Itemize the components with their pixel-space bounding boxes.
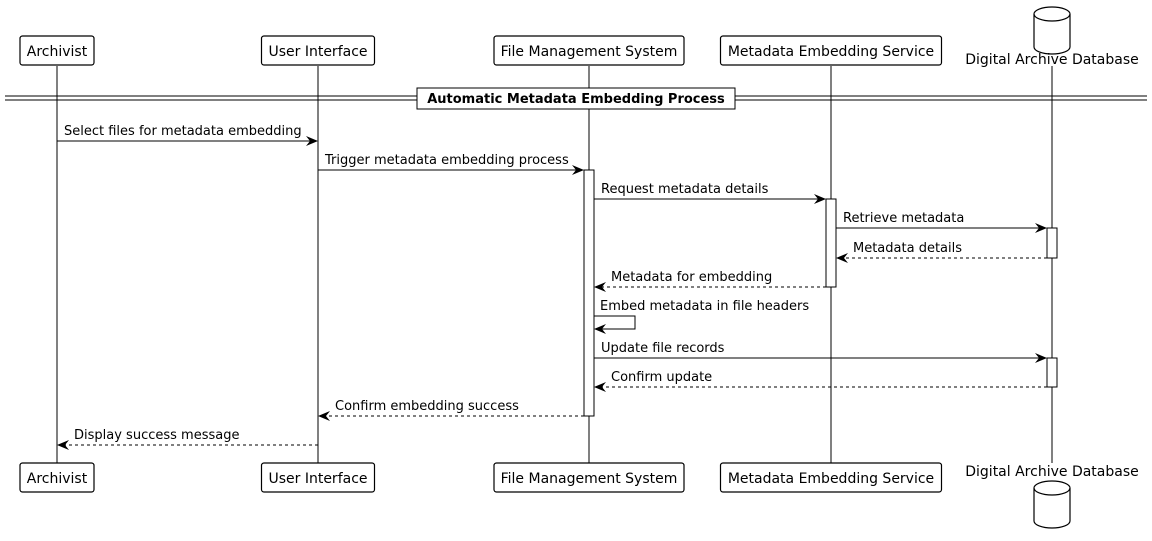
database-icon	[1033, 480, 1071, 529]
participant-file-management-system-bottom: File Management System	[493, 462, 685, 493]
message-label: Confirm embedding success	[335, 399, 519, 414]
message-3: Request metadata details	[594, 182, 826, 204]
participant-digital-archive-database-top: Digital Archive Database	[965, 6, 1139, 68]
message-label: Select files for metadata embedding	[64, 124, 302, 139]
participant-metadata-embedding-service-top: Metadata Embedding Service	[719, 35, 943, 66]
participant-label: File Management System	[501, 471, 678, 487]
message-6: Metadata for embedding	[594, 270, 826, 292]
participant-archivist-bottom: Archivist	[19, 462, 95, 493]
participant-box	[493, 462, 685, 493]
participant-label: Archivist	[27, 471, 88, 487]
activation-bar-digital-archive-database	[1046, 227, 1058, 259]
message-label: Metadata details	[853, 241, 962, 256]
message-label: Display success message	[74, 428, 239, 443]
participant-digital-archive-database-bottom: Digital Archive Database	[965, 464, 1139, 529]
participant-label: Digital Archive Database	[965, 52, 1139, 68]
participant-user-interface-bottom: User Interface	[260, 462, 376, 493]
message-10: Confirm embedding success	[318, 399, 584, 421]
participant-user-interface-top: User Interface	[260, 35, 376, 66]
database-icon	[1033, 6, 1071, 55]
activation-bar-file-management-system	[583, 169, 595, 417]
message-label: Update file records	[601, 341, 725, 356]
message-9: Confirm update	[594, 370, 1047, 392]
database-rim	[1033, 13, 1071, 22]
participant-metadata-embedding-service-bottom: Metadata Embedding Service	[719, 462, 943, 493]
divider-title: Automatic Metadata Embedding Process	[427, 92, 725, 107]
participant-label: Digital Archive Database	[965, 464, 1139, 480]
participant-label: File Management System	[501, 44, 678, 60]
participant-archivist-top: Archivist	[19, 35, 95, 66]
message-2: Trigger metadata embedding process	[318, 153, 584, 175]
participant-label: Archivist	[27, 44, 88, 60]
message-7: Embed metadata in file headers	[594, 299, 809, 334]
divider-box	[416, 87, 736, 110]
participant-box	[493, 35, 685, 66]
message-label: Confirm update	[611, 370, 712, 385]
participant-file-management-system-top: File Management System	[493, 35, 685, 66]
participant-label: User Interface	[268, 44, 367, 60]
message-8: Update file records	[594, 341, 1047, 363]
activation-bar-digital-archive-database	[1046, 357, 1058, 388]
participant-label: User Interface	[268, 471, 367, 487]
message-label: Metadata for embedding	[611, 270, 772, 285]
participant-box	[19, 462, 95, 493]
message-label: Trigger metadata embedding process	[324, 153, 569, 168]
message-label: Request metadata details	[601, 182, 769, 197]
participant-box	[719, 462, 943, 493]
message-label: Embed metadata in file headers	[600, 299, 809, 314]
message-5: Metadata details	[836, 241, 1047, 263]
participant-box	[260, 462, 376, 493]
database-rim	[1033, 487, 1071, 496]
activation-bar-metadata-embedding-service	[825, 198, 837, 288]
message-label: Retrieve metadata	[843, 211, 964, 226]
message-4: Retrieve metadata	[836, 211, 1047, 233]
message-1: Select files for metadata embedding	[57, 124, 318, 146]
participant-box	[19, 35, 95, 66]
participant-label: Metadata Embedding Service	[728, 471, 934, 487]
message-arrow	[594, 315, 636, 334]
participant-box	[719, 35, 943, 66]
message-11: Display success message	[57, 428, 318, 450]
participant-box	[260, 35, 376, 66]
participant-label: Metadata Embedding Service	[728, 44, 934, 60]
